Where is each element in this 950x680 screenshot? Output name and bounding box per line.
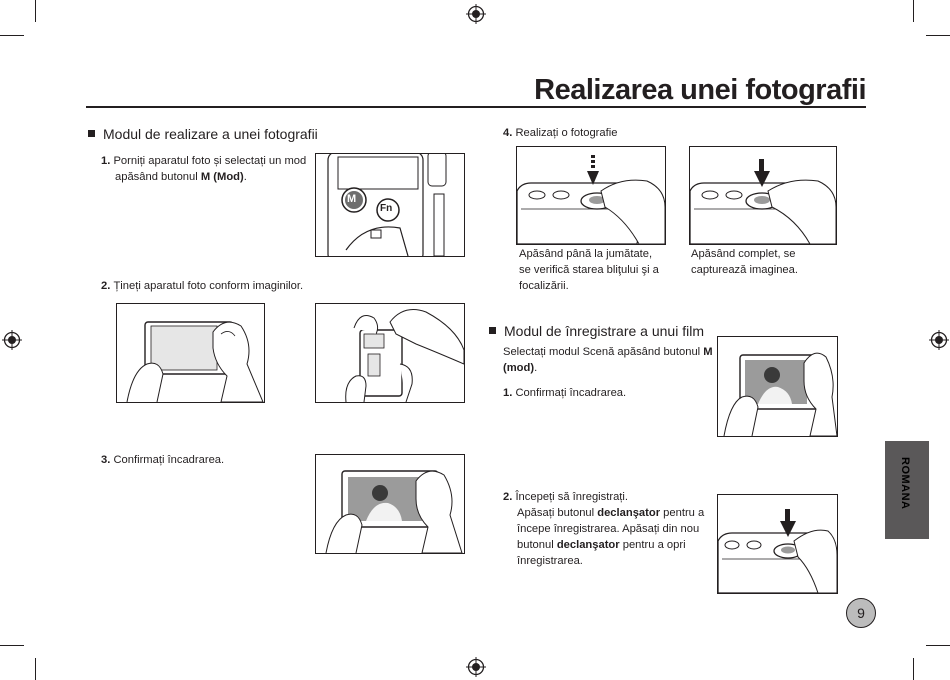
crop-mark	[0, 645, 24, 646]
step-2: 2. Țineți aparatul foto conform imaginil…	[101, 280, 304, 292]
half-press-illustration	[516, 146, 666, 245]
language-tab: ROMANA	[885, 441, 929, 539]
mode-button-illustration: M Fn	[315, 153, 465, 257]
crop-mark	[0, 35, 24, 36]
crop-mark	[926, 35, 950, 36]
crop-mark	[35, 658, 36, 680]
crop-mark	[35, 0, 36, 22]
registration-mark-icon	[466, 657, 486, 677]
title-rule	[86, 106, 866, 108]
page-number: 9	[846, 598, 876, 628]
m-button-label: M	[347, 193, 357, 205]
caption-half-press: Apăsând până la jumătate, se verifică st…	[519, 248, 659, 292]
step-3: 3. Confirmați încadrarea.	[101, 454, 225, 466]
registration-mark-icon	[929, 330, 949, 350]
movie-framing-illustration	[717, 336, 838, 437]
record-press-illustration	[717, 494, 838, 594]
movie-intro: Selectați modul Scenă apăsând butonul M …	[503, 346, 713, 374]
step-4: 4. Realizați o fotografie	[503, 127, 618, 139]
crop-mark	[913, 658, 914, 680]
registration-mark-icon	[466, 4, 486, 24]
bullet-square-icon	[489, 327, 496, 334]
full-press-illustration	[689, 146, 837, 245]
step-1: 1. Porniți aparatul foto și selectați un…	[101, 155, 307, 183]
page-title: Realizarea unei fotografii	[534, 74, 866, 106]
section-heading-photo: Modul de realizare a unei fotografii	[88, 126, 318, 142]
bullet-square-icon	[88, 130, 95, 137]
section-heading-movie: Modul de înregistrare a unui film	[489, 323, 704, 339]
framing-illustration	[315, 454, 465, 554]
movie-step-2: 2. Începeți să înregistrați. Apăsați but…	[503, 491, 705, 567]
crop-mark	[913, 0, 914, 22]
crop-mark	[926, 645, 950, 646]
caption-full-press: Apăsând complet, se capturează imaginea.	[691, 248, 798, 276]
registration-mark-icon	[2, 330, 22, 350]
fn-button-label: Fn	[380, 203, 393, 214]
movie-step-1: 1. Confirmați încadrarea.	[503, 387, 627, 399]
hold-portrait-illustration	[315, 303, 465, 403]
hold-landscape-illustration	[116, 303, 265, 403]
